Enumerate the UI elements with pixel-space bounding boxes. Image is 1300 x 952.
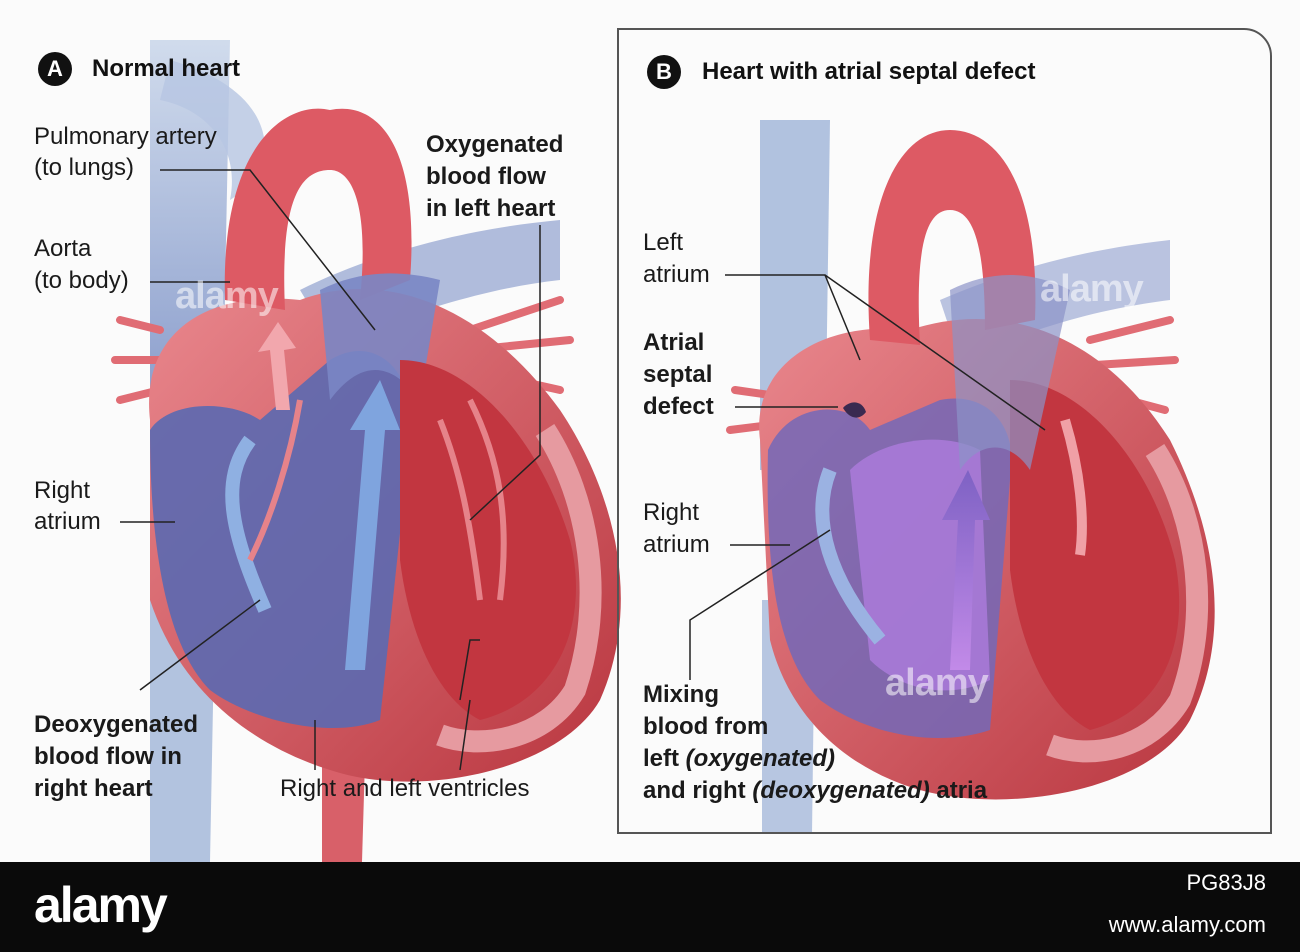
label-mixing-4a: and right <box>643 777 753 804</box>
label-mixing-3a: left <box>643 745 686 772</box>
label-left-atrium-2: atrium <box>643 261 710 288</box>
label-oxygenated-2: blood flow <box>426 163 546 190</box>
deoxygenated-arrow-b <box>815 467 886 645</box>
panel-a-leader-lines <box>120 169 541 771</box>
label-right-atrium-b-2: atrium <box>643 531 710 558</box>
diagram-figure: A Normal heart Pulmonary artery (to lung… <box>34 28 1272 862</box>
label-mixing-3: left (oxygenated) <box>643 744 835 774</box>
alamy-footer-bar: alamy PG83J8 www.alamy.com <box>0 862 1300 952</box>
alamy-url: www.alamy.com <box>1108 912 1266 937</box>
label-right-atrium-a-1: Right <box>34 477 91 504</box>
label-deoxygenated-2: blood flow in <box>34 743 182 770</box>
image-id: PG83J8 <box>1186 870 1267 895</box>
label-pulmonary-artery-2: (to lungs) <box>34 154 135 181</box>
label-asd-1: Atrial <box>643 329 705 356</box>
pulmonary-trunk-b <box>950 275 1070 470</box>
pulmonary-branch-top <box>160 60 266 200</box>
heart-illustration <box>111 40 1215 862</box>
panel-a-badge: A <box>38 52 72 86</box>
aortic-arch-a <box>224 108 412 310</box>
alamy-logo: alamy <box>34 877 168 933</box>
label-aorta-2: (to body) <box>34 267 129 294</box>
ventricle-wall-a <box>436 424 602 753</box>
label-deoxygenated-1: Deoxygenated <box>34 711 199 738</box>
label-left-atrium-1: Left <box>643 229 684 256</box>
panel-b-leader-lines <box>689 274 1046 680</box>
label-mixing-4: and right (deoxygenated) atria <box>643 776 987 806</box>
watermark-3: alamy <box>885 662 989 704</box>
deoxygenated-arrow-a <box>345 380 400 670</box>
septal-defect-b <box>843 402 866 418</box>
left-ventricle-b <box>1010 380 1180 730</box>
panel-b-badge: B <box>647 55 681 89</box>
label-mixing-4b: (deoxygenated) <box>752 777 930 804</box>
label-asd-3: defect <box>643 393 714 420</box>
watermark-2: alamy <box>1040 268 1144 310</box>
oxygenated-arrow-a <box>258 322 296 410</box>
label-asd-2: septal <box>643 361 713 388</box>
mixed-flow-arrow-b <box>942 470 990 670</box>
label-oxygenated-3: in left heart <box>426 195 556 222</box>
watermark-1: alamy <box>175 275 279 317</box>
left-ventricle-a <box>400 360 576 720</box>
panel-b-frame <box>617 28 1272 834</box>
label-right-atrium-b-1: Right <box>643 499 700 526</box>
label-mixing-2: blood from <box>643 713 769 740</box>
panel-a-heart <box>111 40 621 862</box>
oxygenated-arrow-b <box>1060 418 1087 556</box>
label-mixing-1: Mixing <box>643 681 719 708</box>
panel-b-title: Heart with atrial septal defect <box>702 58 1036 85</box>
label-right-atrium-a-2: atrium <box>34 508 101 535</box>
label-pulmonary-artery-1: Pulmonary artery <box>34 123 217 150</box>
descending-aorta <box>322 760 365 862</box>
label-deoxygenated-3: right heart <box>34 775 153 802</box>
label-mixing-4c: atria <box>929 777 988 804</box>
ventricle-wall-b <box>1046 444 1209 763</box>
pulmonary-arrow-a <box>225 435 272 613</box>
label-oxygenated-1: Oxygenated <box>426 131 564 158</box>
panel-a-title: Normal heart <box>92 55 241 82</box>
panel-b-heart <box>726 120 1215 834</box>
label-aorta-1: Aorta <box>34 235 92 262</box>
label-mixing-3b: (oxygenated) <box>685 745 836 772</box>
label-ventricles: Right and left ventricles <box>280 775 530 802</box>
